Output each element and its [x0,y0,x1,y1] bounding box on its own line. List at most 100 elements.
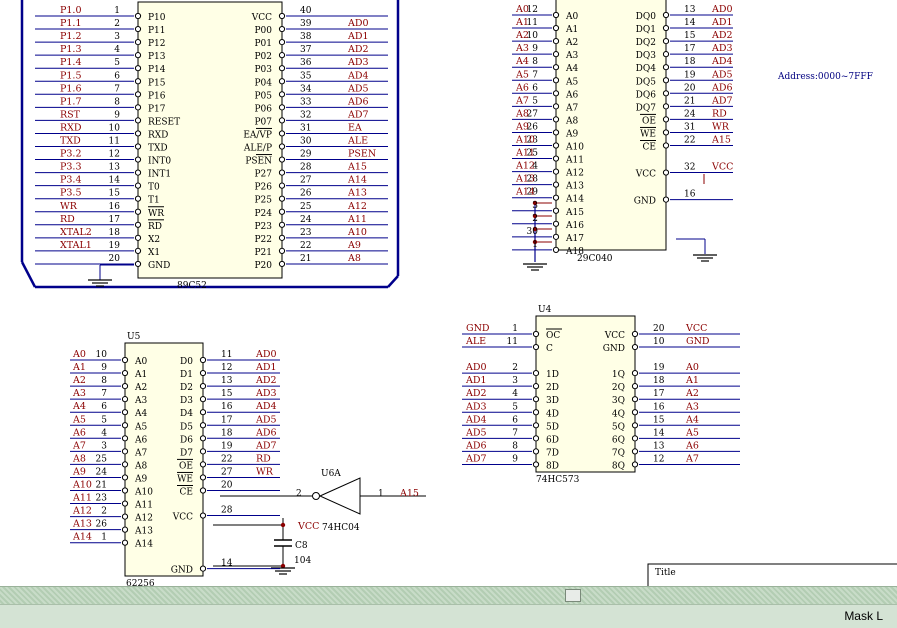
pin-name: 7D [546,448,559,458]
pin-number: 14 [221,559,233,569]
pin-number: 7 [532,70,538,80]
scrollbar-thumb[interactable] [565,589,581,602]
chip-part-label: 29C040 [577,254,613,264]
net-label: AD3 [465,401,487,412]
pin-number: 26 [96,520,108,530]
pin-connector [199,512,207,519]
net-label: A8 [347,253,361,264]
chip-74hc573[interactable]: 74HC573U41OCGND11CALE21DAD032DAD143DAD25… [462,305,740,485]
bus-left-bend [20,261,37,288]
pin-name: WE [177,474,193,484]
pin-number: 5 [532,96,538,106]
pin-connector [121,526,129,533]
static-wiring [20,0,717,575]
net-label: A1 [685,375,699,386]
net-label: A15 [711,135,731,146]
net-label: AD6 [465,440,487,451]
pin-name: D1 [180,370,193,380]
pin-connector [134,130,142,137]
pin-name: DQ0 [636,12,657,22]
net-label: A6 [685,440,699,451]
pin-connector [631,343,639,351]
pin-name: A7 [565,103,578,113]
horizontal-scrollbar[interactable] [0,586,897,605]
pin-connector [134,39,142,46]
net-label: RD [60,214,75,225]
pin-connector [134,65,142,72]
pin-connector [199,422,207,429]
net-label: AD0 [255,349,277,360]
pin-number: 16 [109,202,121,212]
pin-name: A11 [134,501,153,511]
pin-name: D5 [180,422,193,432]
pin-name: 3D [546,396,559,406]
pin-connector [121,396,129,403]
pin-number: 39 [300,19,312,29]
pin-name: PSEN [245,157,272,167]
pin-connector [134,234,142,241]
pin-number: 20 [221,481,233,491]
pin-number: 16 [684,190,696,200]
net-label: AD7 [255,440,277,451]
pin-number: 17 [109,215,121,225]
pin-connector [121,500,129,507]
pin-number: 10 [653,337,665,347]
pin-connector [121,539,129,546]
pin-number: 17 [653,389,665,399]
pin-name: ALE/P [243,144,272,154]
pin-name: VCC [251,13,272,23]
pin-name: 5D [546,422,559,432]
pin-number: 32 [684,163,695,173]
pin-number: 3 [114,32,120,42]
chip-ref-designator: U5 [127,332,141,342]
pin-name: INT1 [148,170,171,180]
pin-name: DQ1 [636,25,656,35]
chip-62256[interactable]: 62256U510A0A09A1A18A2A27A3A36A4A45A5A54A… [70,332,280,586]
inverter-triangle [318,477,361,515]
pin-connector [278,130,286,137]
net-label: A11 [347,214,367,225]
net-label: A7 [72,440,86,451]
schematic-canvas[interactable]: 89C521P10P1.02P11P1.13P12P1.24P13P1.35P1… [0,0,897,586]
pin-connector [278,169,286,176]
pin-connector [631,448,639,455]
pin-name: D7 [180,448,193,458]
pin-connector [134,169,142,176]
net-label: A5 [685,427,699,438]
pin-number: 14 [109,176,121,186]
pin-connector [552,90,560,97]
pin-number: 25 [96,454,108,464]
capacitor-c8[interactable]: VCC C8 104 [294,521,319,566]
pin-connector [121,448,129,455]
chip-body [535,315,636,473]
pin-connector [134,52,142,59]
pin-name: A13 [134,527,153,537]
pin-name: A1 [565,25,578,35]
status-bar: Mask L [0,604,897,628]
junction-dot [532,200,538,206]
net-label: ALE [465,336,486,347]
chip-29c040[interactable]: 29C04012A0A011A1A110A2A29A3A38A4A47A5A56… [512,0,733,264]
pin-connector [532,422,540,429]
pin-number: 29 [300,150,312,160]
pin-name: P05 [254,91,272,101]
inverter-u6a[interactable]: U6A 74HC04 2 1 A15 [296,469,419,533]
chip-body [137,1,283,279]
pin-number: 34 [300,84,312,94]
pin-number: 24 [300,215,312,225]
net-label: A14 [347,175,367,186]
pin-name: A12 [134,514,153,524]
pin-name: 7Q [612,448,625,458]
net-label: GND [466,323,490,334]
inverter-in-pin: 2 [296,489,302,499]
pin-number: 12 [653,454,664,464]
pin-name: A0 [134,357,147,367]
pin-connector [199,396,207,403]
net-label: AD3 [255,388,277,399]
pin-connector [662,38,670,45]
pin-connector [278,12,286,20]
net-label: A4 [685,414,699,425]
pin-number: 27 [300,176,312,186]
pin-number: 19 [684,70,696,80]
chip-89c52[interactable]: 89C521P10P1.02P11P1.13P12P1.24P13P1.35P1… [35,1,388,291]
